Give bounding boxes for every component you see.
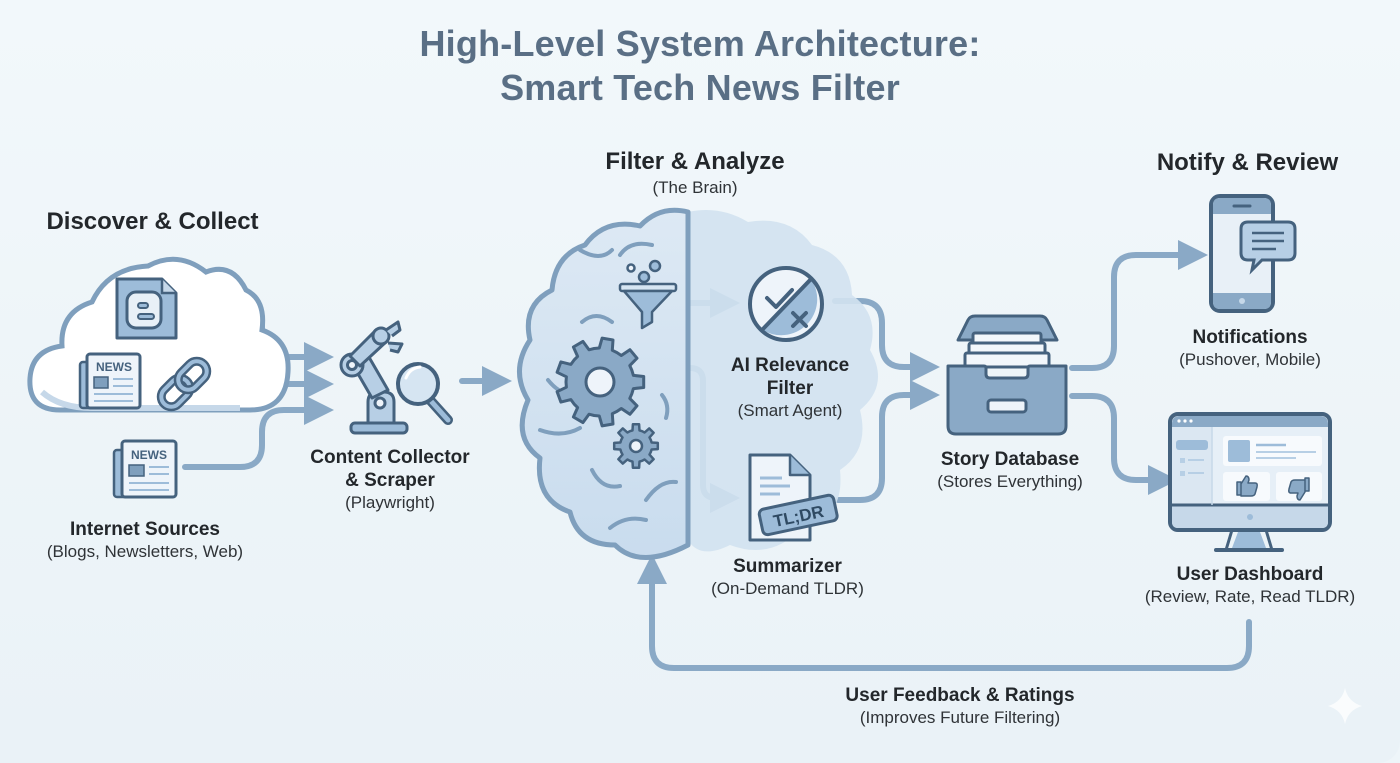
node-dashboard-caption: User Dashboard (Review, Rate, Read TLDR) <box>1125 563 1375 608</box>
node-collector-caption: Content Collector & Scraper (Playwright) <box>290 446 490 514</box>
node-collector-sublabel: (Playwright) <box>345 493 435 512</box>
feedback-label: User Feedback & Ratings <box>845 685 1075 706</box>
feedback-sublabel: (Improves Future Filtering) <box>859 708 1061 727</box>
node-database-sublabel: (Stores Everything) <box>937 472 1083 491</box>
node-sources-sublabel: (Blogs, Newsletters, Web) <box>46 542 244 561</box>
diagram-title: High-Level System Architecture: Smart Te… <box>0 22 1400 110</box>
node-notifications-sublabel: (Pushover, Mobile) <box>1179 350 1321 369</box>
node-relevance-caption: AI Relevance Filter (Smart Agent) <box>700 354 880 422</box>
robot-arm-icon <box>339 320 409 435</box>
stage-analyze: Filter & Analyze (The Brain) <box>560 148 830 198</box>
node-relevance-sublabel: (Smart Agent) <box>737 401 843 420</box>
newspaper-icon: NEWS <box>78 352 142 410</box>
node-database-label: Story Database <box>940 449 1080 470</box>
node-notifications-caption: Notifications (Pushover, Mobile) <box>1150 326 1350 371</box>
news-badge: NEWS <box>131 448 167 462</box>
gear-icon <box>612 422 660 470</box>
connector-news-to-collector <box>182 395 334 470</box>
node-summarizer-label: Summarizer <box>733 556 842 577</box>
news-badge: NEWS <box>96 360 132 374</box>
node-relevance-label-2: Filter <box>766 378 814 399</box>
title-line-1: High-Level System Architecture: <box>419 23 981 64</box>
connector-feedback-loop <box>637 554 1252 671</box>
node-collector-label-2: & Scraper <box>345 470 435 491</box>
connector-database-to-dashboard <box>1069 393 1178 495</box>
gear-icon <box>555 336 646 428</box>
blog-document-icon <box>115 277 178 340</box>
link-chain-icon <box>156 356 212 412</box>
phone-message-icon <box>1209 194 1297 313</box>
stage-notify-label: Notify & Review <box>1156 149 1339 176</box>
thumbs-down-icon <box>1288 477 1310 501</box>
node-collector-label-1: Content Collector <box>310 447 470 468</box>
stage-discover-label: Discover & Collect <box>46 208 259 235</box>
funnel-icon <box>618 259 678 330</box>
monitor-dashboard-icon <box>1168 412 1332 552</box>
magnifier-icon <box>396 362 453 425</box>
newspaper-icon: NEWS <box>112 439 178 499</box>
node-summarizer-sublabel: (On-Demand TLDR) <box>711 579 864 598</box>
node-notifications-label: Notifications <box>1192 327 1308 348</box>
node-sources-caption: Internet Sources (Blogs, Newsletters, We… <box>10 518 280 563</box>
stage-analyze-label: Filter & Analyze <box>605 148 785 175</box>
connector-database-to-notifications <box>1069 240 1208 371</box>
node-database-caption: Story Database (Stores Everything) <box>905 448 1115 493</box>
check-cross-icon <box>748 266 824 342</box>
feedback-caption: User Feedback & Ratings (Improves Future… <box>810 684 1110 729</box>
stage-analyze-sublabel: (The Brain) <box>652 178 738 197</box>
node-summarizer-caption: Summarizer (On-Demand TLDR) <box>680 555 895 600</box>
node-dashboard-sublabel: (Review, Rate, Read TLDR) <box>1144 587 1356 606</box>
sparkle-icon <box>1328 688 1362 724</box>
node-relevance-label-1: AI Relevance <box>730 355 850 376</box>
connector-summarizer-to-database <box>835 380 940 503</box>
node-sources-label: Internet Sources <box>70 519 220 540</box>
node-dashboard-label: User Dashboard <box>1176 564 1324 585</box>
thumbs-up-icon <box>1236 475 1258 497</box>
title-line-2: Smart Tech News Filter <box>500 67 900 108</box>
connector-relevance-to-database <box>832 298 940 382</box>
file-drawer-icon <box>946 314 1068 436</box>
